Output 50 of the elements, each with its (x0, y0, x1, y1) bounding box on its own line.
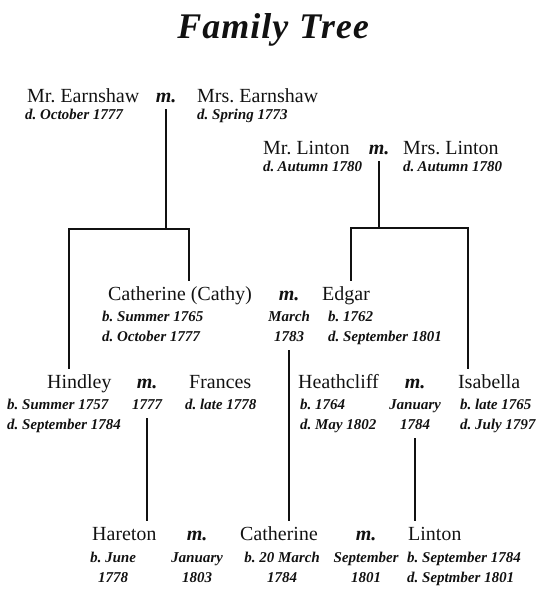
life-date: d. May 1802 (300, 416, 376, 435)
person-name: Edgar (322, 284, 370, 304)
person-name: Catherine (Cathy) (108, 284, 252, 304)
life-date: d. Spring 1773 (197, 106, 288, 125)
life-date: b. September 1784 (407, 549, 521, 568)
life-date: b. late 1765 (460, 396, 532, 415)
diagram-title: Family Tree (177, 5, 370, 48)
person-name: Mr. Linton (263, 138, 350, 158)
life-date: b. June 1778 (89, 549, 137, 588)
person-name: Mrs. Linton (403, 138, 499, 158)
person-name: Catherine (240, 524, 318, 544)
marriage-date: January 1784 (389, 396, 441, 435)
life-date: d. October 1777 (25, 106, 123, 125)
person-name: Mr. Earnshaw (27, 86, 140, 106)
life-date: b. Summer 1765 (102, 308, 204, 327)
life-date: d. Autumn 1780 (263, 158, 362, 177)
person-name: Heathcliff (298, 372, 379, 392)
marriage-mark: m. (156, 86, 176, 106)
person-name: Mrs. Earnshaw (197, 86, 318, 106)
marriage-date: September 1801 (334, 549, 398, 588)
marriage-mark: m. (278, 284, 300, 304)
descent-line (165, 109, 190, 281)
life-date: d. October 1777 (102, 328, 200, 347)
life-date: b. 20 March 1784 (243, 549, 321, 588)
descent-line (414, 438, 416, 521)
life-date: d. July 1797 (460, 416, 536, 435)
person-name: Hindley (47, 372, 112, 392)
marriage-date: March 1783 (268, 308, 310, 347)
life-date: b. 1762 (328, 308, 373, 327)
marriage-mark: m. (356, 524, 376, 544)
person-name: Isabella (458, 372, 520, 392)
descent-line (288, 350, 290, 521)
marriage-mark: m. (186, 524, 208, 544)
person-name: Linton (408, 524, 462, 544)
person-name: Frances (189, 372, 252, 392)
descent-line (378, 161, 469, 369)
marriage-date: January 1803 (171, 549, 223, 588)
life-date: d. September 1784 (7, 416, 121, 435)
life-date: d. late 1778 (185, 396, 256, 415)
marriage-date: 1777 (132, 396, 162, 415)
marriage-mark: m. (136, 372, 158, 392)
life-date: b. 1764 (300, 396, 345, 415)
life-date: b. Summer 1757 (7, 396, 108, 415)
descent-line (146, 418, 148, 521)
person-name: Hareton (92, 524, 156, 544)
life-date: d. Autumn 1780 (403, 158, 502, 177)
life-date: d. September 1801 (328, 328, 442, 347)
life-date: d. Septmber 1801 (407, 569, 514, 588)
marriage-mark: m. (404, 372, 426, 392)
marriage-mark: m. (368, 138, 390, 158)
